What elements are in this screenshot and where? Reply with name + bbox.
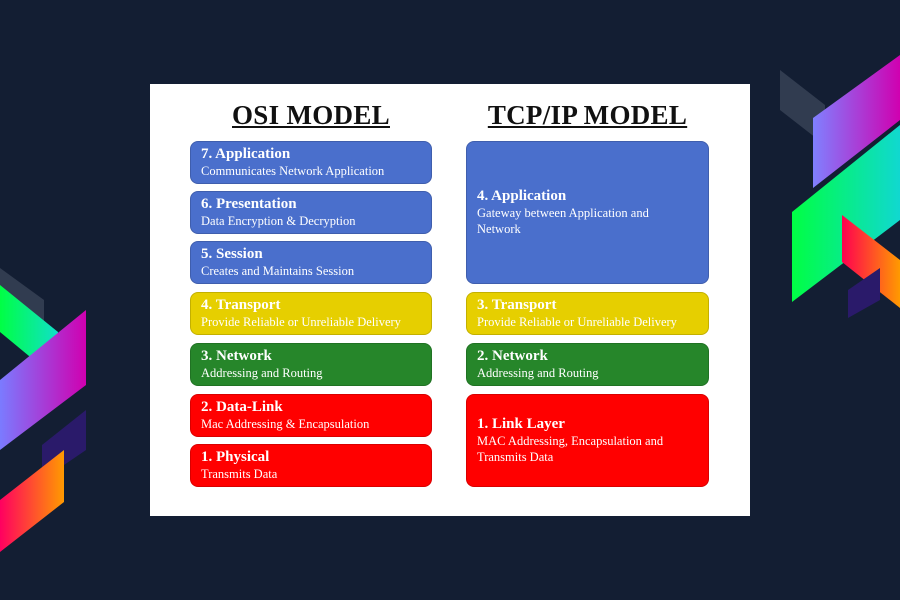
osi-layer-presentation: 6. Presentation Data Encryption & Decryp…: [190, 191, 432, 234]
layer-description: Provide Reliable or Unreliable Delivery: [477, 315, 677, 329]
tcpip-layer-transport: 3. Transport Provide Reliable or Unrelia…: [466, 292, 709, 335]
layer-name: 6. Presentation: [201, 196, 297, 212]
layer-description: MAC Addressing, Encapsulation and Transm…: [477, 434, 664, 464]
osi-layer-network: 3. Network Addressing and Routing: [190, 343, 432, 386]
layer-name: 1. Link Layer: [477, 416, 565, 432]
layer-name: 2. Network: [477, 348, 548, 364]
layer-name: 3. Transport: [477, 297, 557, 313]
layer-name: 4. Transport: [201, 297, 281, 313]
layer-name: 3. Network: [201, 348, 272, 364]
diagram-panel: OSI MODEL TCP/IP MODEL 7. Application Co…: [150, 84, 750, 516]
layer-name: 2. Data-Link: [201, 399, 283, 415]
layer-description: Transmits Data: [201, 467, 278, 481]
layer-description: Mac Addressing & Encapsulation: [201, 417, 370, 431]
layer-name: 5. Session: [201, 246, 263, 262]
layer-description: Gateway between Application and Network: [477, 206, 649, 236]
layer-name: 7. Application: [201, 146, 291, 162]
osi-layer-session: 5. Session Creates and Maintains Session: [190, 241, 432, 284]
osi-layer-transport: 4. Transport Provide Reliable or Unrelia…: [190, 292, 432, 335]
osi-model-title: OSI MODEL: [232, 100, 390, 130]
right-decorative-shapes: [780, 55, 900, 318]
layer-description: Creates and Maintains Session: [201, 264, 355, 278]
layer-description: Addressing and Routing: [477, 366, 599, 380]
layer-name: 1. Physical: [201, 449, 270, 465]
tcpip-layer-application: 4. Application Gateway between Applicati…: [466, 141, 709, 284]
osi-layer-physical: 1. Physical Transmits Data: [190, 444, 432, 487]
layer-description: Communicates Network Application: [201, 164, 385, 178]
tcpip-layer-link: 1. Link Layer MAC Addressing, Encapsulat…: [466, 394, 709, 487]
tcpip-layer-network: 2. Network Addressing and Routing: [466, 343, 709, 386]
layer-name: 4. Application: [477, 188, 567, 204]
layer-description: Data Encryption & Decryption: [201, 214, 356, 228]
layer-description: Provide Reliable or Unreliable Delivery: [201, 315, 401, 329]
osi-layer-application: 7. Application Communicates Network Appl…: [190, 141, 432, 184]
osi-layer-data-link: 2. Data-Link Mac Addressing & Encapsulat…: [190, 394, 432, 437]
tcpip-model-title: TCP/IP MODEL: [487, 100, 688, 130]
left-decorative-shapes: [0, 268, 86, 552]
layer-description: Addressing and Routing: [201, 366, 323, 380]
